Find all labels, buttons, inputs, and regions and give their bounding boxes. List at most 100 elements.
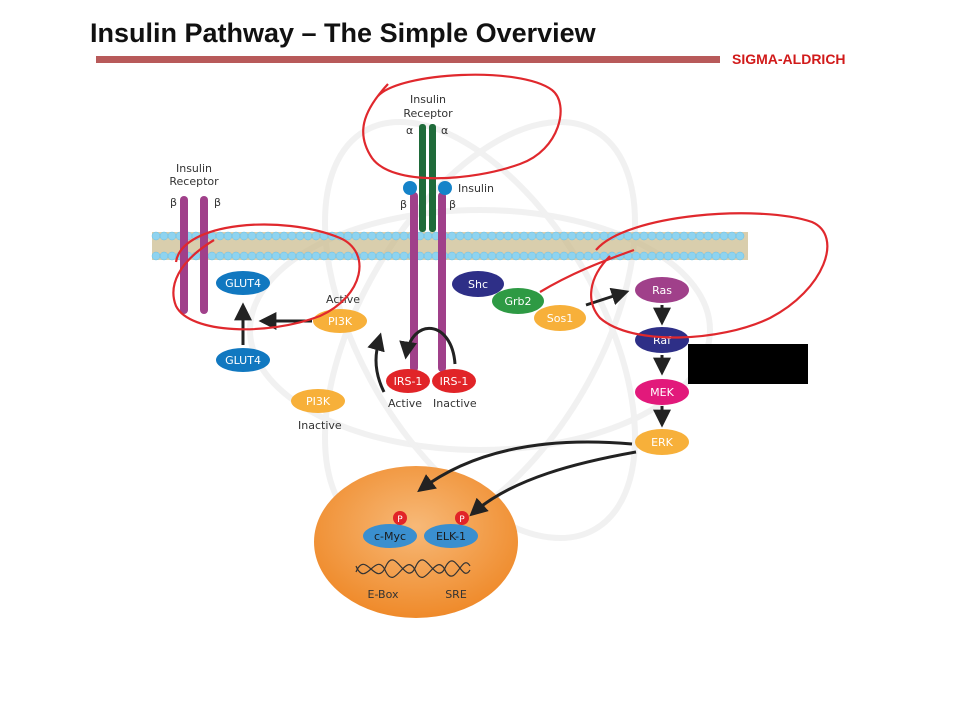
- membrane-lipid: [391, 231, 401, 241]
- membrane-lipid: [287, 251, 297, 261]
- center-receptor-label-2: Receptor: [403, 107, 453, 120]
- membrane-lipid: [503, 231, 513, 241]
- label-inactive-pi3k: Inactive: [298, 419, 342, 432]
- membrane-lipid: [479, 231, 489, 241]
- membrane-lipid: [503, 251, 513, 261]
- nucleus: [314, 466, 518, 618]
- dna-strands: [355, 559, 471, 578]
- membrane-lipid: [391, 251, 401, 261]
- membrane-lipid: [551, 231, 561, 241]
- arrow-erk-to-cmyc: [417, 440, 633, 493]
- center-alpha-1: α: [406, 124, 413, 137]
- node-pi3k-active: PI3K: [313, 309, 367, 333]
- redaction-box: [688, 344, 808, 384]
- svg-text:P: P: [459, 515, 465, 525]
- membrane-lipid: [687, 251, 697, 261]
- membrane-lipid: [303, 251, 313, 261]
- membrane-lipid: [311, 251, 321, 261]
- membrane-lipid: [343, 251, 353, 261]
- membrane-lipid: [559, 251, 569, 261]
- membrane-lipid: [239, 251, 249, 261]
- label-irs1-inactive: Inactive: [433, 397, 477, 410]
- svg-text:P: P: [397, 515, 403, 525]
- arrow-irs1-to-pi3k: [367, 332, 386, 393]
- membrane-lipid: [327, 251, 337, 261]
- membrane-lipid: [703, 231, 713, 241]
- svg-text:PI3K: PI3K: [328, 315, 353, 328]
- membrane-lipid: [375, 231, 385, 241]
- svg-text:GLUT4: GLUT4: [225, 277, 261, 290]
- membrane-lipid: [655, 251, 665, 261]
- membrane-lipid: [719, 231, 729, 241]
- membrane-lipid: [535, 231, 545, 241]
- membrane-lipid: [231, 231, 241, 241]
- membrane-lipid: [495, 231, 505, 241]
- membrane-lipid: [159, 231, 169, 241]
- arrow-erk-to-elk1: [469, 450, 637, 517]
- membrane-lipid: [687, 231, 697, 241]
- membrane-lipid: [367, 231, 377, 241]
- membrane-lipid: [271, 251, 281, 261]
- membrane-lipid: [303, 231, 313, 241]
- center-receptor-label-1: Insulin: [410, 93, 446, 106]
- membrane-lipid: [215, 251, 225, 261]
- left-insulin-receptor: [180, 196, 208, 314]
- membrane-lipid: [423, 251, 433, 261]
- membrane-lipid: [239, 231, 249, 241]
- membrane-lipid: [735, 251, 745, 261]
- membrane-lipid: [719, 251, 729, 261]
- membrane-lipid: [447, 251, 457, 261]
- membrane-lipid: [375, 251, 385, 261]
- node-elk1: ELK-1: [424, 524, 478, 548]
- node-sos1: Sos1: [534, 305, 586, 331]
- membrane-lipid: [287, 231, 297, 241]
- annotation-circle-ras-pathway: [590, 212, 829, 339]
- membrane-lipid: [167, 251, 177, 261]
- arrow-irs1-activation: [399, 327, 457, 365]
- membrane-lipid: [367, 251, 377, 261]
- membrane-lipid: [575, 231, 585, 241]
- insulin-molecule-right: [438, 181, 452, 195]
- svg-text:ELK-1: ELK-1: [436, 530, 466, 543]
- membrane-lipid: [263, 231, 273, 241]
- node-grb2: Grb2: [492, 288, 544, 314]
- svg-text:IRS-1: IRS-1: [394, 375, 423, 388]
- svg-text:ERK: ERK: [651, 436, 674, 449]
- membrane-lipid: [447, 231, 457, 241]
- membrane-lipid: [471, 231, 481, 241]
- svg-text:Ras: Ras: [652, 284, 672, 297]
- node-irs1-inactive: IRS-1: [432, 369, 476, 393]
- membrane-lipid: [263, 251, 273, 261]
- svg-text:Shc: Shc: [468, 278, 488, 291]
- membrane-lipid: [279, 231, 289, 241]
- membrane-lipid: [655, 231, 665, 241]
- membrane-lipid: [639, 231, 649, 241]
- membrane-lipid: [151, 231, 161, 241]
- svg-text:PI3K: PI3K: [306, 395, 331, 408]
- annotation-circle-receptor: [362, 73, 562, 180]
- center-beta-2: β: [449, 198, 456, 211]
- membrane-lipid: [423, 231, 433, 241]
- membrane-lipid: [311, 231, 321, 241]
- membrane-lipid: [519, 231, 529, 241]
- node-pi3k-inactive: PI3K: [291, 389, 345, 413]
- annotation-circle-glut4: [172, 223, 361, 331]
- membrane-lipid: [215, 231, 225, 241]
- membrane-lipid: [647, 231, 657, 241]
- membrane-lipid: [671, 251, 681, 261]
- membrane-lipid: [695, 231, 705, 241]
- membrane-lipid: [711, 251, 721, 261]
- membrane-lipid: [471, 251, 481, 261]
- svg-text:GLUT4: GLUT4: [225, 354, 261, 367]
- annotation-circles: [172, 73, 829, 339]
- phospho-badge-elk1: P: [455, 511, 469, 525]
- membrane-lipid: [535, 251, 545, 261]
- membrane-lipid: [511, 251, 521, 261]
- left-beta-1: β: [170, 196, 177, 209]
- membrane-lipid: [679, 251, 689, 261]
- brand-label: SIGMA-ALDRICH: [732, 51, 846, 67]
- membrane-lipid: [703, 251, 713, 261]
- membrane-lipid: [559, 231, 569, 241]
- membrane-lipid: [551, 251, 561, 261]
- membrane-lipid: [495, 251, 505, 261]
